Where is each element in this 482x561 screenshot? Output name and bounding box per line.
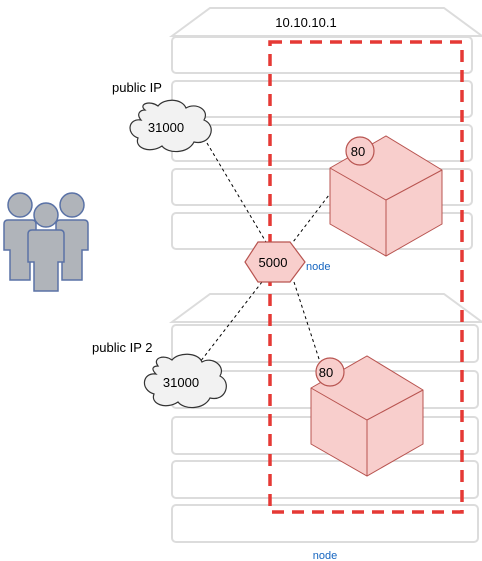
container-port-1: 80 — [345, 136, 375, 166]
hexagon-icon — [244, 241, 306, 283]
node-port: 5000 — [244, 241, 306, 283]
cloud-public-ip-1: 31000 — [129, 99, 212, 153]
users-group-icon — [3, 192, 89, 292]
node-port-value: 5000 — [259, 255, 288, 270]
server-slot — [171, 36, 473, 74]
server-ip-label: 10.10.10.1 — [275, 15, 336, 30]
server-rack-bottom-cap — [168, 293, 482, 323]
node-port-label: node — [306, 261, 330, 273]
public-ip-label: public IP — [112, 80, 162, 95]
server-slot — [171, 504, 479, 543]
port-text: 80 — [319, 365, 333, 380]
cloud-icon — [129, 99, 212, 153]
container-1 — [329, 135, 443, 257]
port-text: 80 — [351, 144, 365, 159]
link-node-to-cloud2 — [199, 281, 263, 363]
server-slot — [171, 80, 473, 118]
server-slot — [171, 124, 473, 162]
server-slot — [171, 460, 479, 499]
cloud-port-text: 31000 — [163, 375, 199, 390]
cloud-icon — [143, 353, 227, 409]
container-2 — [310, 355, 424, 477]
cloud-port-text: 31000 — [148, 120, 184, 135]
server-slot — [171, 324, 479, 363]
server-rack-bottom — [168, 293, 482, 543]
link-node-to-port2 — [293, 281, 321, 363]
container-port-2: 80 — [315, 357, 345, 387]
bottom-node-label: node — [313, 550, 337, 561]
cloud-public-ip-2: 31000 — [143, 353, 227, 409]
link-cloud1-to-node — [206, 142, 267, 243]
port-circle — [315, 357, 345, 387]
public-ip-2-label: public IP 2 — [92, 340, 152, 355]
port-circle — [345, 136, 375, 166]
cube-icon — [310, 355, 424, 477]
cube-icon — [329, 135, 443, 257]
